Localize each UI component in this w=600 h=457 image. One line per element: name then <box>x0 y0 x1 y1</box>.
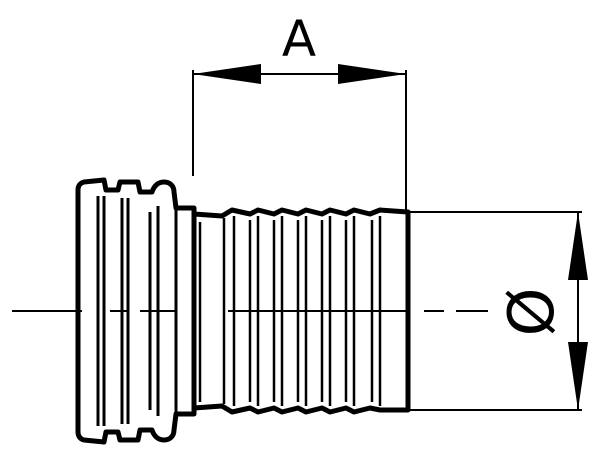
diameter-label: Ø <box>495 288 568 337</box>
arrowhead-bottom <box>568 342 588 410</box>
dimension-diameter <box>408 211 588 411</box>
dimension-a-label: A <box>282 10 316 68</box>
arrowhead-left <box>193 64 261 84</box>
hose-barb <box>193 207 411 415</box>
arrowhead-top <box>568 212 588 280</box>
arrowhead-right <box>338 64 406 84</box>
barb-ridges <box>198 216 382 406</box>
flange-inner-lines <box>96 196 178 426</box>
flange-outline <box>75 177 197 445</box>
dimension-a <box>192 64 407 212</box>
